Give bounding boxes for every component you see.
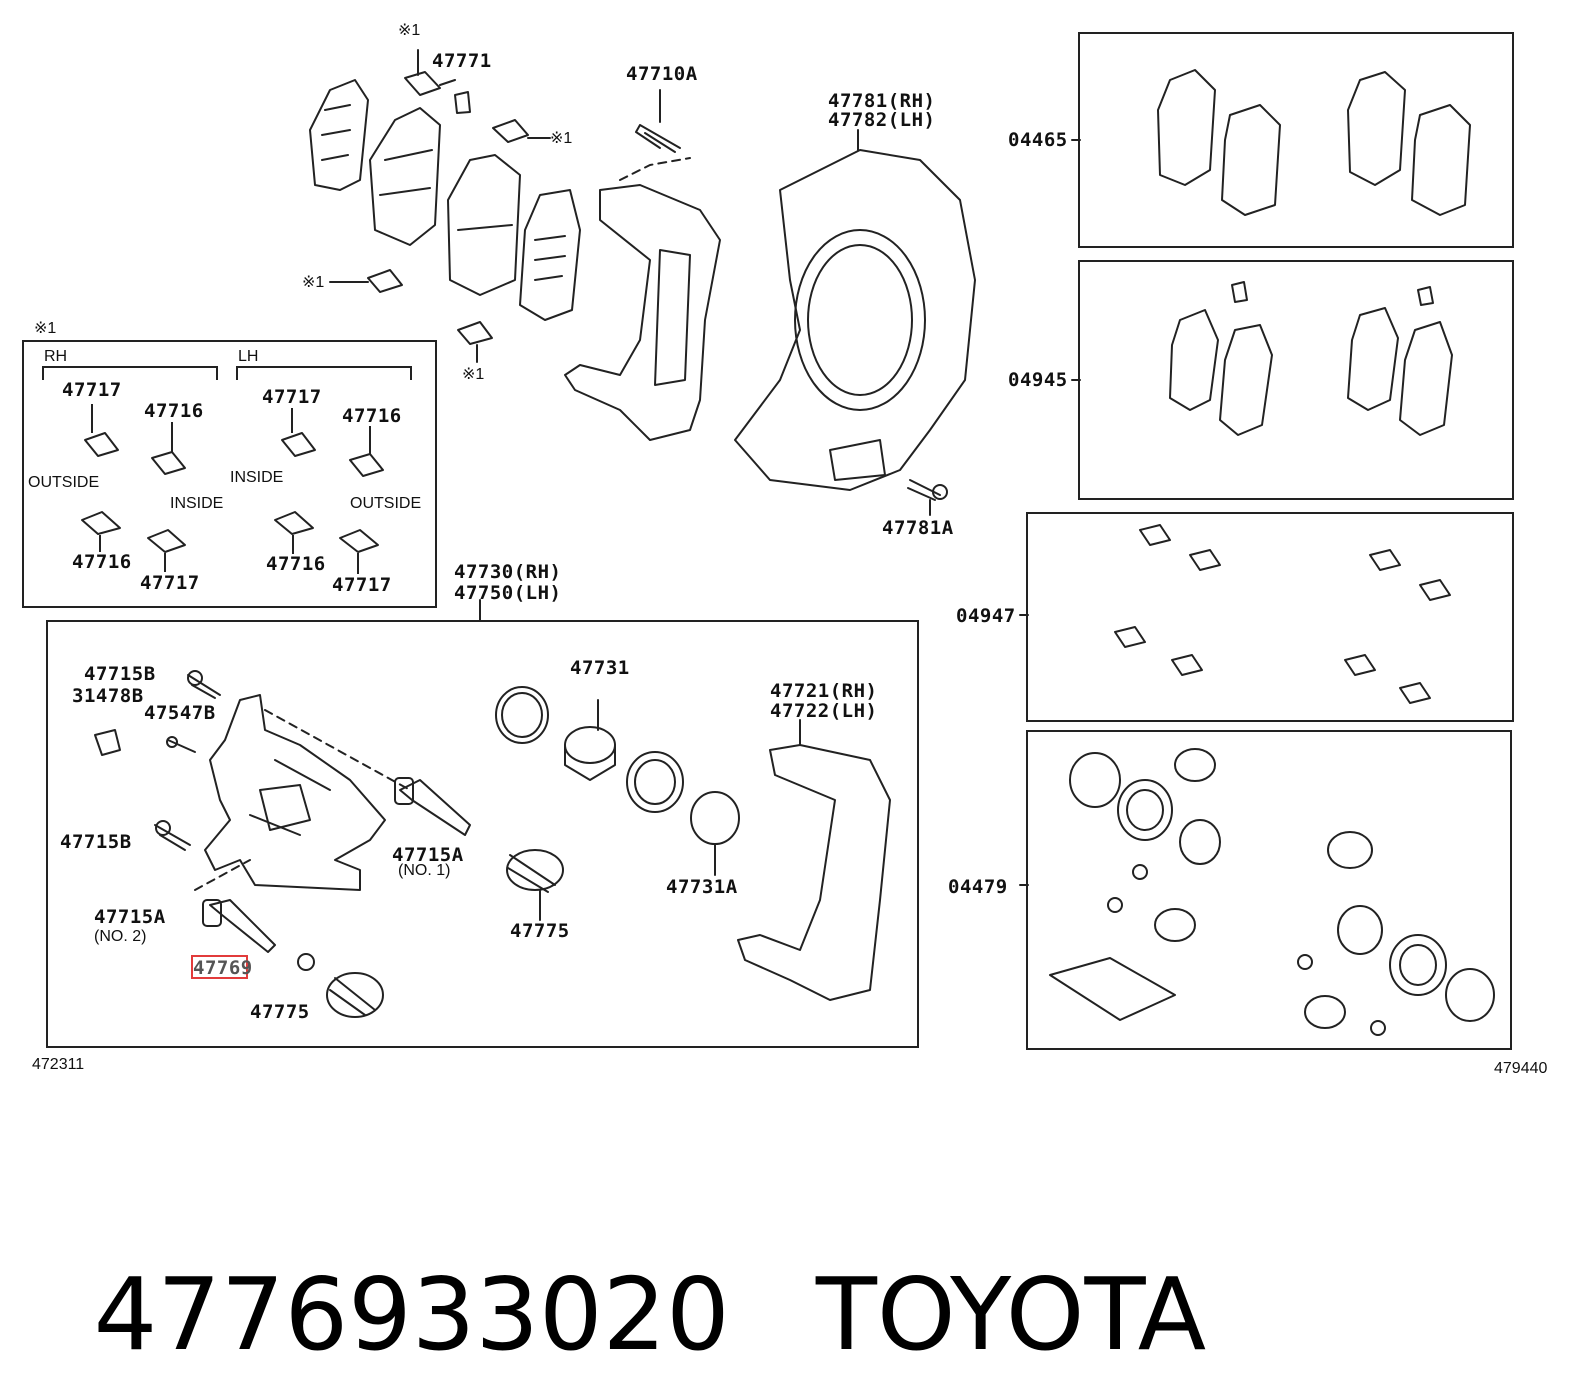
- label-47715a-no2-note: (NO. 2): [94, 928, 147, 945]
- figure-id-left: 472311: [32, 1056, 85, 1073]
- caliper-bracket-top: [564, 184, 721, 441]
- clip-c: [492, 119, 529, 143]
- label-47781a: 47781A: [882, 517, 954, 539]
- inset-outside-2: OUTSIDE: [350, 495, 422, 512]
- inset-inside-2: INSIDE: [230, 469, 284, 486]
- label-47775-a: 47775: [510, 920, 570, 942]
- note-mark-4: ※1: [462, 366, 485, 383]
- bolt-47710a: [635, 89, 681, 153]
- inset-rh-47716-top: 47716: [144, 400, 204, 422]
- inset-lh-47717-top: 47717: [262, 386, 322, 408]
- caliper-body: [204, 694, 386, 891]
- label-47781-rh: 47781(RH): [828, 90, 936, 112]
- kit-box-04945: [1078, 260, 1514, 500]
- inset-rh: RH: [44, 348, 68, 365]
- figure-id-right: 479440: [1494, 1060, 1548, 1077]
- inset-inside-1: INSIDE: [170, 495, 224, 512]
- label-47715a-no2: 47715A: [94, 906, 166, 928]
- caliper-bracket: [737, 744, 891, 1001]
- inset-lh: LH: [238, 348, 259, 365]
- brake-pad-2: [369, 107, 441, 246]
- kit-04947-clips: [1114, 524, 1451, 704]
- seal-ring-1: [495, 686, 549, 744]
- brake-pad-4: [519, 189, 581, 321]
- part-number: 4776933020: [93, 1256, 730, 1373]
- label-47775-b: 47775: [250, 1001, 310, 1023]
- clip-d: [367, 269, 403, 293]
- label-47547b: 47547B: [144, 702, 216, 724]
- boot-47775-a: [506, 849, 564, 893]
- label-47710a: 47710A: [626, 63, 698, 85]
- clip-e: [457, 321, 493, 345]
- label-47769: 47769: [193, 957, 253, 979]
- bolt-47547b: [167, 739, 196, 753]
- note-mark-2: ※1: [550, 130, 573, 147]
- bolt-47715b-1: [187, 674, 221, 699]
- label-47750-lh: 47750(LH): [454, 582, 562, 604]
- boot-47775-b: [326, 972, 384, 1018]
- pin-47715a-no1: [394, 777, 471, 836]
- note-mark-5: ※1: [34, 320, 57, 337]
- label-47715a-no1-note: (NO. 1): [398, 862, 451, 879]
- kit-box-04465: [1078, 32, 1514, 248]
- label-31478b: 31478B: [72, 685, 144, 707]
- inset-lh-47716-bot: 47716: [266, 553, 326, 575]
- parts-diagram-art: [94, 49, 1495, 1036]
- label-47730-rh: 47730(RH): [454, 561, 562, 583]
- kit-04465-pads: [1157, 69, 1471, 216]
- inset-lh-47716-top: 47716: [342, 405, 402, 427]
- label-47782-lh: 47782(LH): [828, 109, 936, 131]
- label-47721-rh: 47721(RH): [770, 680, 878, 702]
- brake-pad-3: [447, 154, 521, 296]
- kit-04945-shims: [1169, 281, 1453, 436]
- label-04945: 04945: [1008, 369, 1068, 391]
- piston-47731: [564, 726, 616, 781]
- dust-shield: [734, 149, 976, 491]
- brand-name: TOYOTA: [815, 1256, 1207, 1373]
- inset-lh-47717-bot: 47717: [332, 574, 392, 596]
- label-47722-lh: 47722(LH): [770, 700, 878, 722]
- note-mark-1: ※1: [398, 22, 421, 39]
- inset-outside-1: OUTSIDE: [28, 474, 100, 491]
- kit-box-04947: [1026, 512, 1514, 722]
- pin-47715a-no2: [202, 899, 276, 953]
- label-47731a: 47731A: [666, 876, 738, 898]
- inset-rh-47716-bot: 47716: [72, 551, 132, 573]
- bolt-47781a: [907, 479, 941, 501]
- seal-ring-2: [626, 751, 684, 813]
- kit-box-04479: [1026, 730, 1512, 1050]
- part-caption: 4776933020 TOYOTA: [30, 1150, 1207, 1373]
- kit-04479-seals: [1049, 748, 1495, 1036]
- highlight-box: [191, 955, 248, 979]
- label-47715b-1: 47715B: [84, 663, 156, 685]
- label-47715b-2: 47715B: [60, 831, 132, 853]
- inset-rh-47717-bot: 47717: [140, 572, 200, 594]
- note-mark-3: ※1: [302, 274, 325, 291]
- cap-47769: [297, 953, 315, 971]
- lh-bracket: [236, 366, 412, 380]
- caliper-assembly-box: [46, 620, 919, 1048]
- label-04479: 04479: [948, 876, 1008, 898]
- brake-pad-1: [309, 79, 369, 191]
- label-04465: 04465: [1008, 129, 1068, 151]
- label-47731: 47731: [570, 657, 630, 679]
- bolt-47715b-2: [154, 824, 191, 851]
- clip-b: [454, 91, 471, 114]
- label-47771: 47771: [432, 50, 492, 72]
- label-47715a-no1: 47715A: [392, 844, 464, 866]
- label-04947: 04947: [956, 605, 1016, 627]
- rh-bracket: [42, 366, 218, 380]
- inset-box-clips: [22, 340, 437, 608]
- inset-rh-47717-top: 47717: [62, 379, 122, 401]
- cap-31478b: [94, 729, 121, 756]
- inset-clips-art: [81, 404, 384, 574]
